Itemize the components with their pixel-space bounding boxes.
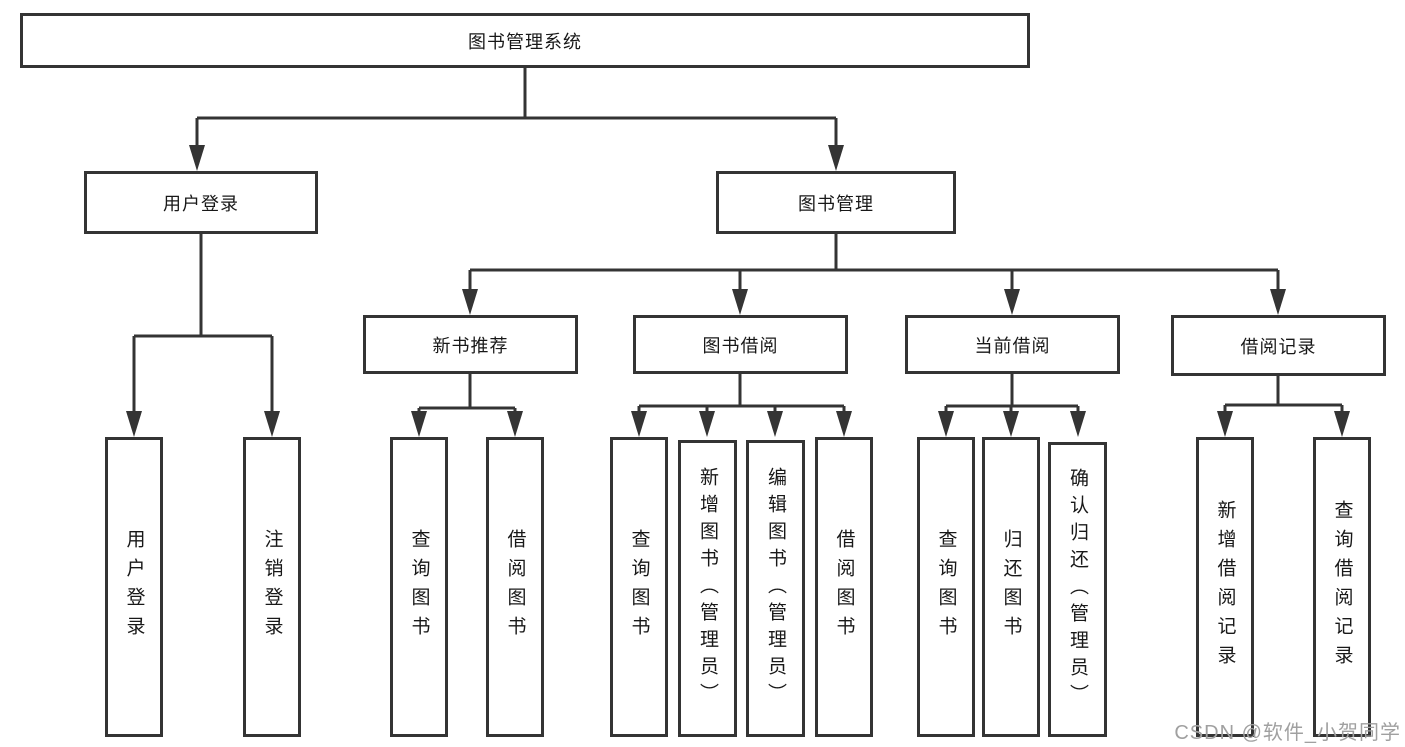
node-new-book-recommendation: 新书推荐 [363, 315, 578, 374]
node-leaf-user-login: 用户登录 [105, 437, 163, 737]
csdn-watermark: CSDN @软件_小贺同学 [1174, 722, 1401, 744]
node-leaf-borrow-books-recommend: 借阅图书 [486, 437, 544, 737]
node-borrow-records: 借阅记录 [1171, 315, 1386, 376]
node-label: 用户登录 [123, 529, 145, 645]
node-book-management: 图书管理 [716, 171, 956, 234]
node-leaf-logout: 注销登录 [243, 437, 301, 737]
node-leaf-add-books-admin: 新增图书（管理员） [678, 440, 737, 737]
node-leaf-confirm-return-admin: 确认归还（管理员） [1048, 442, 1107, 737]
node-label: 图书管理 [798, 193, 874, 214]
node-leaf-query-books-current: 查询图书 [917, 437, 975, 737]
node-label: 图书管理系统 [468, 31, 582, 52]
node-label: 注销登录 [261, 529, 283, 645]
node-label: 用户登录 [163, 193, 239, 214]
node-label: 查询图书 [935, 529, 957, 645]
node-label: 新增图书（管理员） [697, 467, 718, 710]
node-label: 借阅图书 [833, 529, 855, 645]
node-label: 编辑图书（管理员） [765, 467, 786, 710]
node-book-borrowing: 图书借阅 [633, 315, 848, 374]
node-leaf-query-books-borrowing: 查询图书 [610, 437, 668, 737]
node-current-borrowing: 当前借阅 [905, 315, 1120, 374]
node-label: 归还图书 [1000, 529, 1022, 645]
node-label: 新书推荐 [432, 335, 509, 356]
node-leaf-return-books: 归还图书 [982, 437, 1040, 737]
node-leaf-add-borrow-record: 新增借阅记录 [1196, 437, 1254, 737]
node-leaf-query-books-recommend: 查询图书 [390, 437, 448, 737]
node-label: 查询借阅记录 [1331, 500, 1353, 674]
node-leaf-query-borrow-record: 查询借阅记录 [1313, 437, 1371, 737]
node-label: 借阅记录 [1240, 336, 1317, 357]
node-label: 查询图书 [628, 529, 650, 645]
node-label: 图书借阅 [702, 335, 779, 356]
node-label: 当前借阅 [974, 335, 1051, 356]
arrowhead-icons [126, 145, 1350, 437]
node-library-management-system: 图书管理系统 [20, 13, 1030, 68]
node-label: 借阅图书 [504, 529, 526, 645]
node-label: 确认归还（管理员） [1067, 468, 1088, 711]
node-user-login: 用户登录 [84, 171, 318, 234]
node-leaf-borrow-books: 借阅图书 [815, 437, 873, 737]
node-leaf-edit-books-admin: 编辑图书（管理员） [746, 440, 805, 737]
node-label: 查询图书 [408, 529, 430, 645]
node-label: 新增借阅记录 [1214, 500, 1236, 674]
